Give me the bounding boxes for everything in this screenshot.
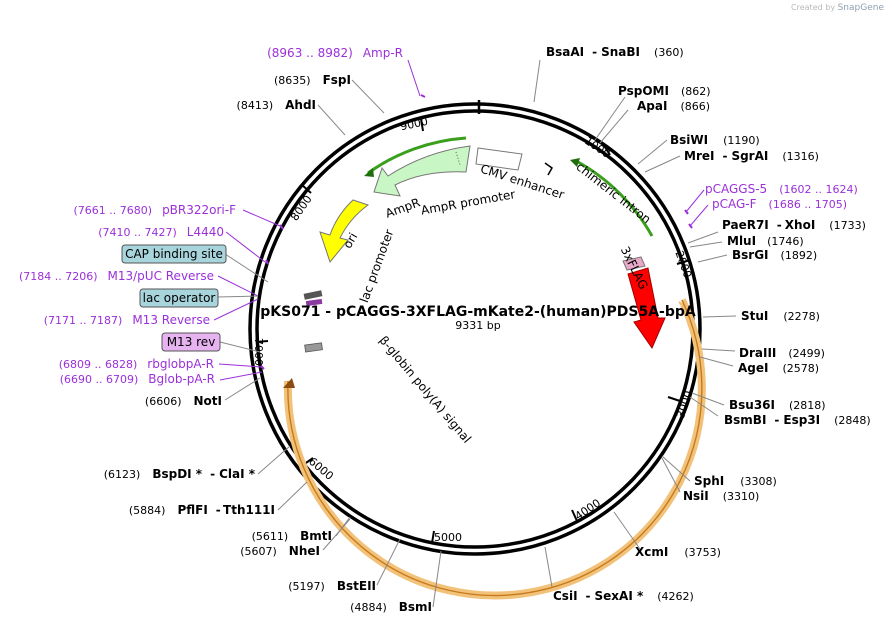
- enzyme-paer7i: PaeR7I-XhoI(1733): [722, 218, 866, 232]
- tick-2000: 2000: [672, 249, 694, 280]
- flag-box: [622, 256, 646, 271]
- primer-amp-r: (8963 .. 8982)Amp-R: [267, 46, 403, 60]
- bglobin-box: [304, 342, 323, 353]
- tick-3000: 3000: [674, 389, 695, 420]
- primer-labels: (8963 .. 8982)Amp-R pCAGGS-5(1602 .. 162…: [19, 46, 858, 386]
- ori-arrow: [319, 199, 370, 264]
- credit-brand: SnapGene: [837, 3, 884, 13]
- enzyme-noti: (6606)NotI: [145, 394, 222, 408]
- snapgene-credit: Created by SnapGene: [791, 3, 884, 13]
- tick-5000: 5000: [434, 531, 462, 544]
- primer-rbglob-mark: [260, 365, 265, 370]
- primer-l4440: (7410 .. 7427)L4440: [98, 225, 224, 239]
- label-ampr: AmpR: [384, 195, 422, 220]
- pds5a-arc-core: [287, 299, 703, 597]
- enzyme-bsteii: (5197)BstEII: [288, 579, 376, 593]
- primer-m13-reverse: (7171 .. 7187)M13 Reverse: [44, 313, 210, 327]
- ampr-green-arrow: [364, 168, 374, 177]
- cap-binding-box: [121, 244, 227, 264]
- enzyme-bsiwi: BsiWI(1190): [670, 133, 760, 147]
- primer-leaders: [213, 59, 709, 381]
- ampr-dots: [455, 151, 461, 166]
- enzyme-xcmi: XcmI(3753): [635, 545, 721, 559]
- primer-pcagf-mark: [688, 223, 693, 229]
- primer-rbglobpa-r: (6809 .. 6828)rbglobpA-R: [59, 357, 214, 371]
- plasmid-size: 9331 bp: [455, 319, 500, 332]
- enzyme-bspdi: (6123)BspDI *-ClaI *: [104, 467, 256, 481]
- enzyme-pspomi: PspOMI(862): [618, 84, 711, 98]
- primer-pcaggs5: pCAGGS-5(1602 .. 1624): [705, 182, 858, 196]
- label-chimeric-intron: chimeric intron: [574, 160, 654, 227]
- cmv-marker: [544, 162, 553, 176]
- enzyme-bsmi: (4884)BsmI: [350, 600, 432, 614]
- enzyme-apai: ApaI(866): [637, 99, 710, 113]
- lac-operator-box: [139, 288, 219, 308]
- enzyme-bsrgi: BsrGI(1892): [732, 248, 817, 262]
- lac-operator-mark: [303, 290, 323, 300]
- left-leaders: [224, 79, 442, 608]
- enzyme-bmti: (5611)BmtI: [252, 529, 332, 543]
- label-lac-promoter: lac promoter: [357, 227, 396, 304]
- enzyme-sphi: SphI(3308): [694, 474, 777, 488]
- primer-pcaggs5-mark: [684, 209, 689, 215]
- enzyme-fspi: (8635)FspI: [274, 73, 351, 87]
- tick-9000: 9000: [399, 115, 429, 134]
- chimeric-green-arc: [577, 160, 654, 237]
- cap-binding-label: CAP binding site: [125, 247, 223, 261]
- enzyme-mrei: MreI-SgrAI(1316): [684, 149, 819, 163]
- enzyme-stui: StuI(2278): [741, 309, 820, 323]
- enzyme-nsii: NsiI(3310): [683, 489, 759, 503]
- label-bglobin-signal: β-globin poly(A) signal: [376, 333, 473, 445]
- primer-l4440-mark: [265, 259, 269, 265]
- right-leaders: [533, 59, 737, 588]
- right-enzymes: BsaAI-SnaBI(360) PspOMI(862) ApaI(866) B…: [546, 45, 871, 603]
- m13-rev-label: M13 rev: [167, 335, 216, 349]
- m13-rev-box: [161, 332, 221, 352]
- primer-amp-r-mark: [420, 94, 426, 98]
- enzyme-bsmbi: BsmBI-Esp3I(2848): [724, 413, 871, 427]
- chimeric-green-arrow: [570, 158, 580, 167]
- primer-pcagf: pCAG-F(1686 .. 1705): [712, 197, 847, 211]
- primer-m13-puc-reverse: (7184 .. 7206)M13/pUC Reverse: [19, 269, 214, 283]
- left-enzymes: (8635)FspI (8413)AhdI (6606)NotI (6123)B…: [104, 73, 432, 614]
- primer-pbr322ori: (7661 .. 7680)pBR322ori-F: [74, 203, 237, 217]
- pds5a-arc-arrowhead: [283, 378, 295, 388]
- label-ori: ori: [340, 230, 360, 251]
- enzyme-nhei: (5607)NheI: [240, 544, 320, 558]
- backbone-outer: [248, 102, 702, 556]
- credit-prefix: Created by: [791, 3, 836, 12]
- enzyme-bsu36i: Bsu36I(2818): [729, 398, 826, 412]
- m13-mark: [305, 298, 323, 307]
- ampr-green-arc: [367, 136, 467, 175]
- box-leaders: [217, 253, 269, 353]
- plasmid-name: pKS071 - pCAGGS-3XFLAG-mKate2-(human)PDS…: [260, 304, 696, 320]
- enzyme-csii: CsiI-SexAI *(4262): [553, 589, 694, 603]
- ampr-promoter-shape: [475, 147, 523, 171]
- enzyme-ahdi: (8413)AhdI: [237, 98, 316, 112]
- enzyme-draiii: DraIII(2499): [739, 346, 825, 360]
- label-ampr-promoter: AmpR promoter: [420, 187, 516, 217]
- ampr-arrow: [373, 145, 471, 197]
- enzyme-pflfi: (5884)PflFI-Tth111I: [129, 503, 275, 517]
- primer-bglob-pa-r: (6690 .. 6709)Bglob-pA-R: [60, 372, 215, 386]
- enzyme-agei: AgeI(2578): [738, 361, 819, 375]
- enzyme-mlui: MluI(1746): [727, 234, 804, 248]
- primer-pbr322-mark: [279, 224, 284, 230]
- box-labels: CAP binding site lac operator M13 rev: [121, 244, 227, 352]
- lac-operator-label: lac operator: [143, 291, 216, 305]
- mkate2-arrow: [627, 267, 666, 350]
- enzyme-bsaai: BsaAI-SnaBI(360): [546, 45, 684, 59]
